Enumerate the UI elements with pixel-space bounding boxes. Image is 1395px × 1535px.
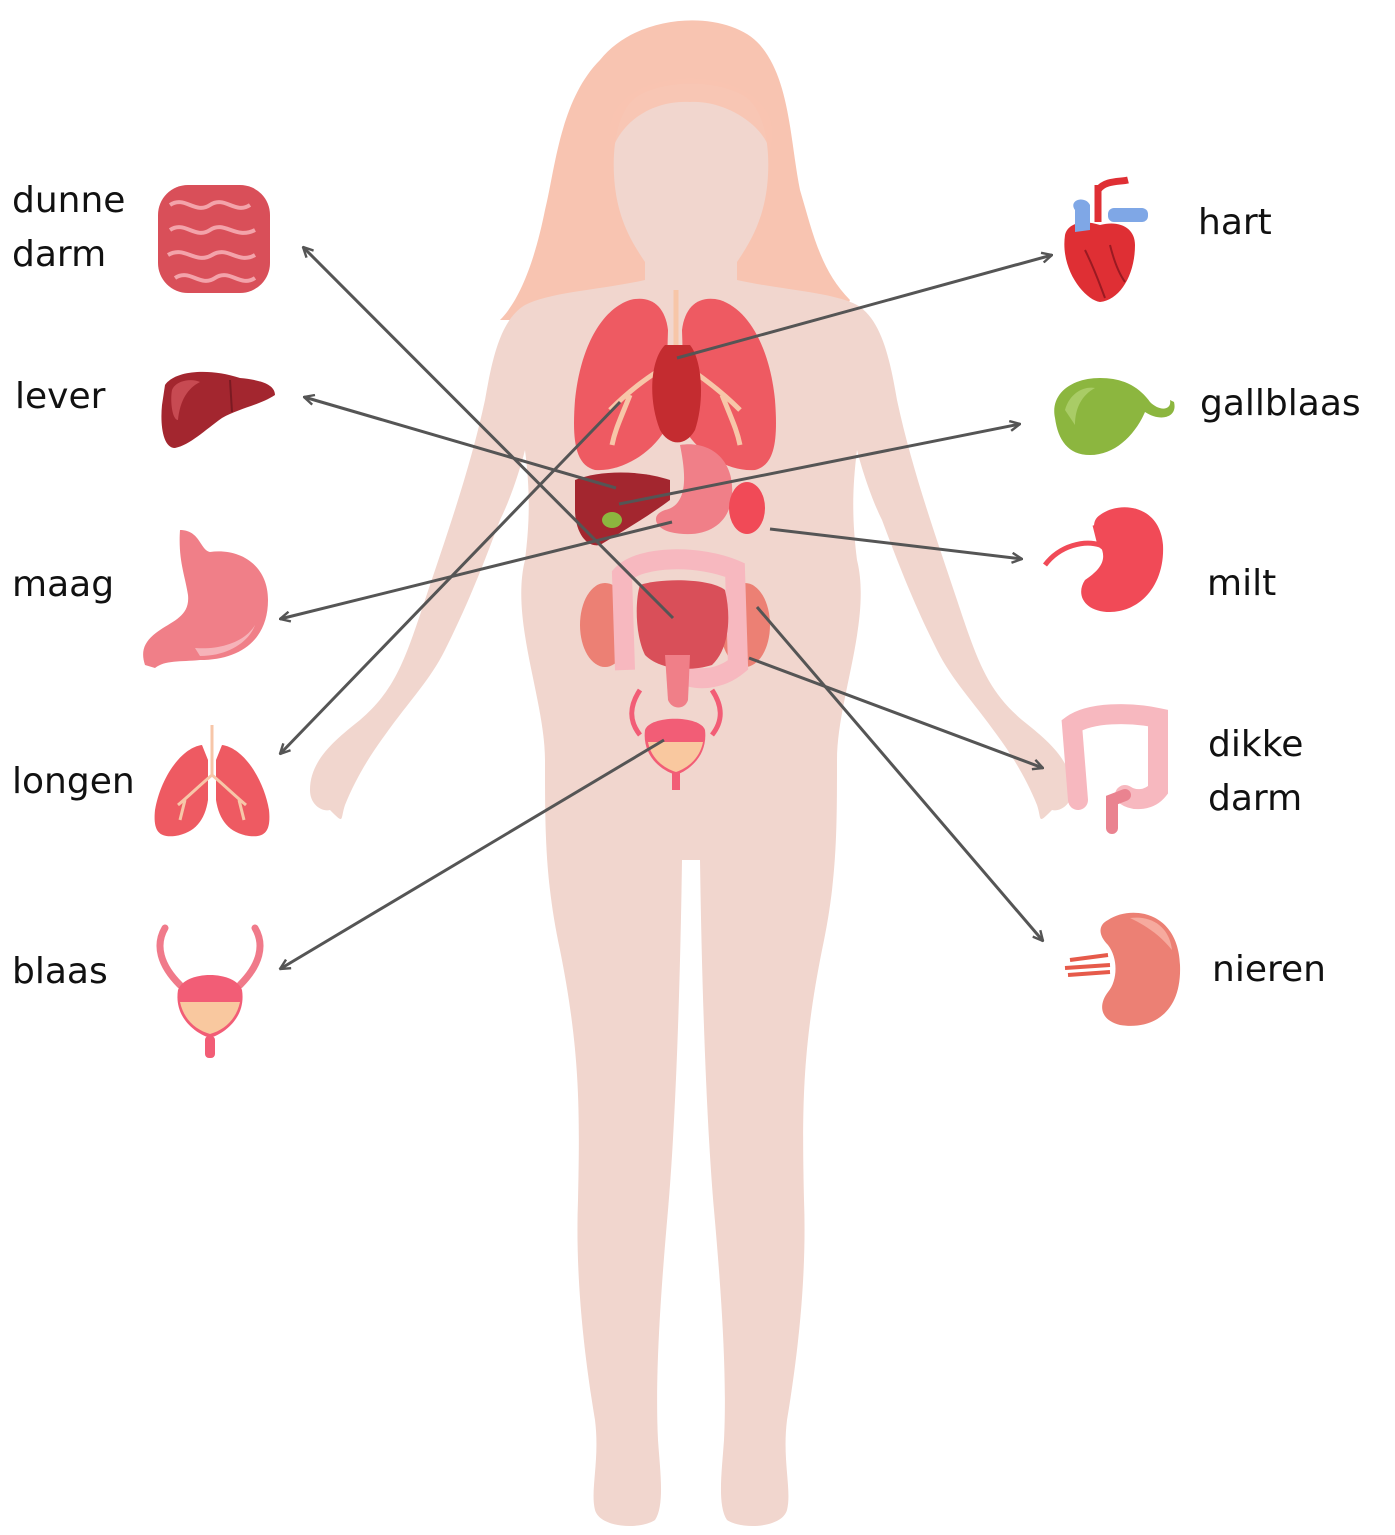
label-lever: lever <box>15 370 105 424</box>
large-intestine-icon <box>1072 714 1158 828</box>
label-nieren: nieren <box>1212 943 1326 997</box>
female-body-silhouette <box>310 20 1072 1526</box>
body-rectum <box>665 655 690 708</box>
lungs-icon <box>155 725 270 836</box>
label-milt: milt <box>1207 557 1276 611</box>
heart-icon <box>1064 180 1148 302</box>
label-dunne-darm: dunne darm <box>12 174 125 282</box>
label-dikke-darm: dikke darm <box>1208 718 1303 826</box>
small-intestine-icon <box>158 185 270 293</box>
kidney-icon <box>1065 913 1180 1026</box>
label-hart: hart <box>1198 196 1272 250</box>
body <box>310 84 1072 1526</box>
spleen-icon <box>1045 507 1163 612</box>
body-gallbladder <box>602 512 622 528</box>
label-dikke-darm-line2: darm <box>1208 772 1303 826</box>
label-blaas: blaas <box>12 945 108 999</box>
liver-icon <box>161 372 275 448</box>
label-gallblaas: gallblaas <box>1200 377 1361 431</box>
body-heart <box>652 345 701 442</box>
label-dunne-darm-line1: dunne <box>12 174 125 228</box>
label-maag: maag <box>12 558 114 612</box>
body-urethra <box>672 772 680 790</box>
label-longen: longen <box>12 755 135 809</box>
stomach-icon <box>143 530 268 668</box>
label-dikke-darm-line1: dikke <box>1208 718 1303 772</box>
gallbladder-icon <box>1054 378 1174 455</box>
body-spleen <box>729 482 765 534</box>
label-dunne-darm-line2: darm <box>12 228 125 282</box>
bladder-icon <box>160 928 260 1058</box>
